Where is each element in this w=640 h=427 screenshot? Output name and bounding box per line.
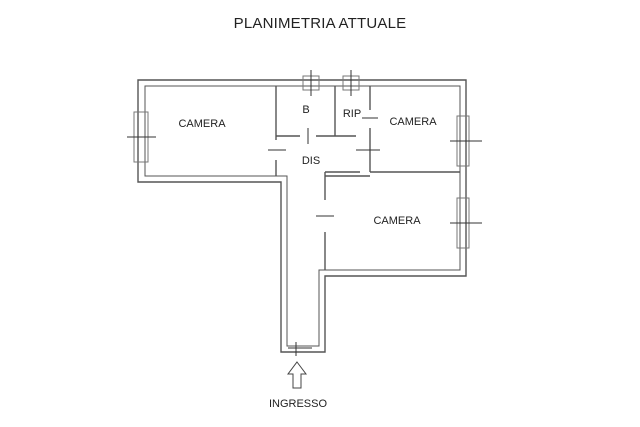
plan-title: PLANIMETRIA ATTUALE bbox=[233, 15, 407, 32]
outer-walls bbox=[137, 79, 467, 353]
room-label-dis: DIS bbox=[302, 155, 320, 167]
room-label-camera-right-bottom: CAMERA bbox=[373, 215, 421, 227]
windows bbox=[127, 70, 482, 249]
door-marks bbox=[268, 117, 380, 356]
room-label-rip: RIP bbox=[343, 108, 361, 120]
entrance-label: INGRESSO bbox=[268, 398, 328, 410]
room-label-camera-right-top: CAMERA bbox=[389, 116, 437, 128]
room-label-camera-left: CAMERA bbox=[178, 118, 226, 130]
room-label-bagno: B bbox=[302, 104, 309, 116]
entrance-arrow-icon bbox=[287, 361, 307, 389]
